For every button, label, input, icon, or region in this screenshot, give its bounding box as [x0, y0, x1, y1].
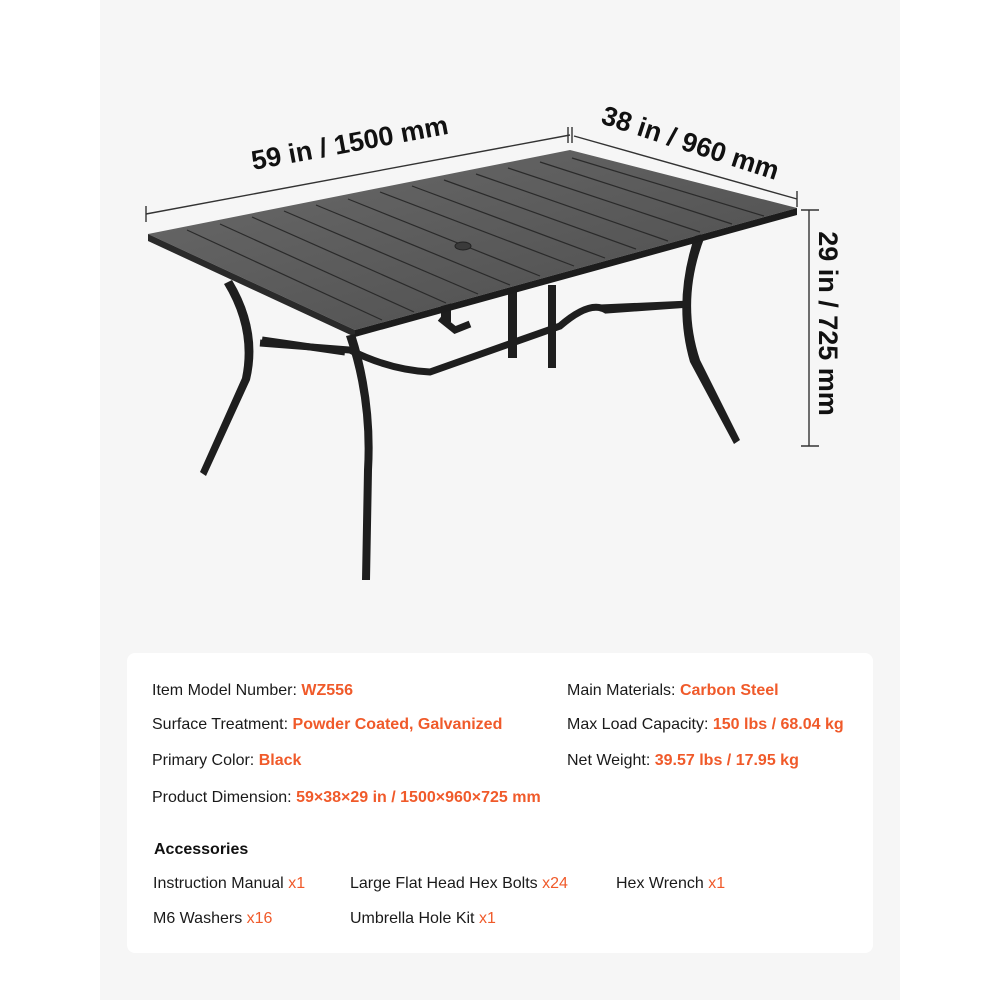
accessory-item: Instruction Manual x1 [153, 875, 305, 893]
spec-net-weight: Net Weight: 39.57 lbs / 17.95 kg [567, 751, 799, 771]
spec-main-materials: Main Materials: Carbon Steel [567, 681, 779, 701]
spec-label: Product Dimension: [152, 789, 292, 806]
product-figure: 59 in / 1500 mm 38 in / 960 mm 29 in / 7… [145, 100, 843, 580]
spec-value: Powder Coated, Galvanized [292, 716, 503, 733]
accessory-item: M6 Washers x16 [153, 910, 272, 928]
accessory-name: Umbrella Hole Kit [350, 910, 475, 927]
spec-value: Black [258, 752, 302, 769]
specs-card: Item Model Number: WZ556 Surface Treatme… [127, 653, 873, 953]
accessory-qty: x1 [708, 875, 726, 892]
accessory-qty: x1 [288, 875, 306, 892]
accessory-name: Hex Wrench [616, 875, 704, 892]
spec-value: WZ556 [301, 682, 353, 699]
height-dimension-label: 29 in / 725 mm [812, 231, 843, 416]
table-illustration [145, 127, 819, 580]
spec-label: Max Load Capacity: [567, 716, 709, 733]
spec-primary-color: Primary Color: Black [152, 751, 301, 771]
accessory-name: Large Flat Head Hex Bolts [350, 875, 538, 892]
spec-product-dimension: Product Dimension: 59×38×29 in / 1500×96… [152, 788, 541, 808]
accessory-name: M6 Washers [153, 910, 243, 927]
spec-label: Net Weight: [567, 752, 651, 769]
dimension-lines [145, 127, 819, 447]
spec-value: 59×38×29 in / 1500×960×725 mm [296, 789, 541, 806]
accessory-qty: x24 [542, 875, 568, 892]
spec-surface-treatment: Surface Treatment: Powder Coated, Galvan… [152, 715, 502, 735]
spec-value: Carbon Steel [679, 682, 779, 699]
spec-label: Surface Treatment: [152, 716, 289, 733]
accessory-qty: x1 [478, 910, 496, 927]
spec-label: Primary Color: [152, 752, 255, 769]
spec-max-load-capacity: Max Load Capacity: 150 lbs / 68.04 kg [567, 715, 844, 735]
accessory-item: Large Flat Head Hex Bolts x24 [350, 875, 568, 893]
spec-value: 39.57 lbs / 17.95 kg [654, 752, 799, 769]
accessory-name: Instruction Manual [153, 875, 284, 892]
accessories-heading: Accessories [154, 841, 249, 858]
accessory-item: Umbrella Hole Kit x1 [350, 910, 496, 928]
accessory-item: Hex Wrench x1 [616, 875, 725, 893]
spec-value: 150 lbs / 68.04 kg [712, 716, 844, 733]
umbrella-hole [454, 241, 472, 251]
spec-label: Main Materials: [567, 682, 676, 699]
spec-label: Item Model Number: [152, 682, 297, 699]
spec-item-model-number: Item Model Number: WZ556 [152, 681, 353, 701]
table-top [148, 150, 797, 337]
accessory-qty: x16 [246, 910, 273, 927]
